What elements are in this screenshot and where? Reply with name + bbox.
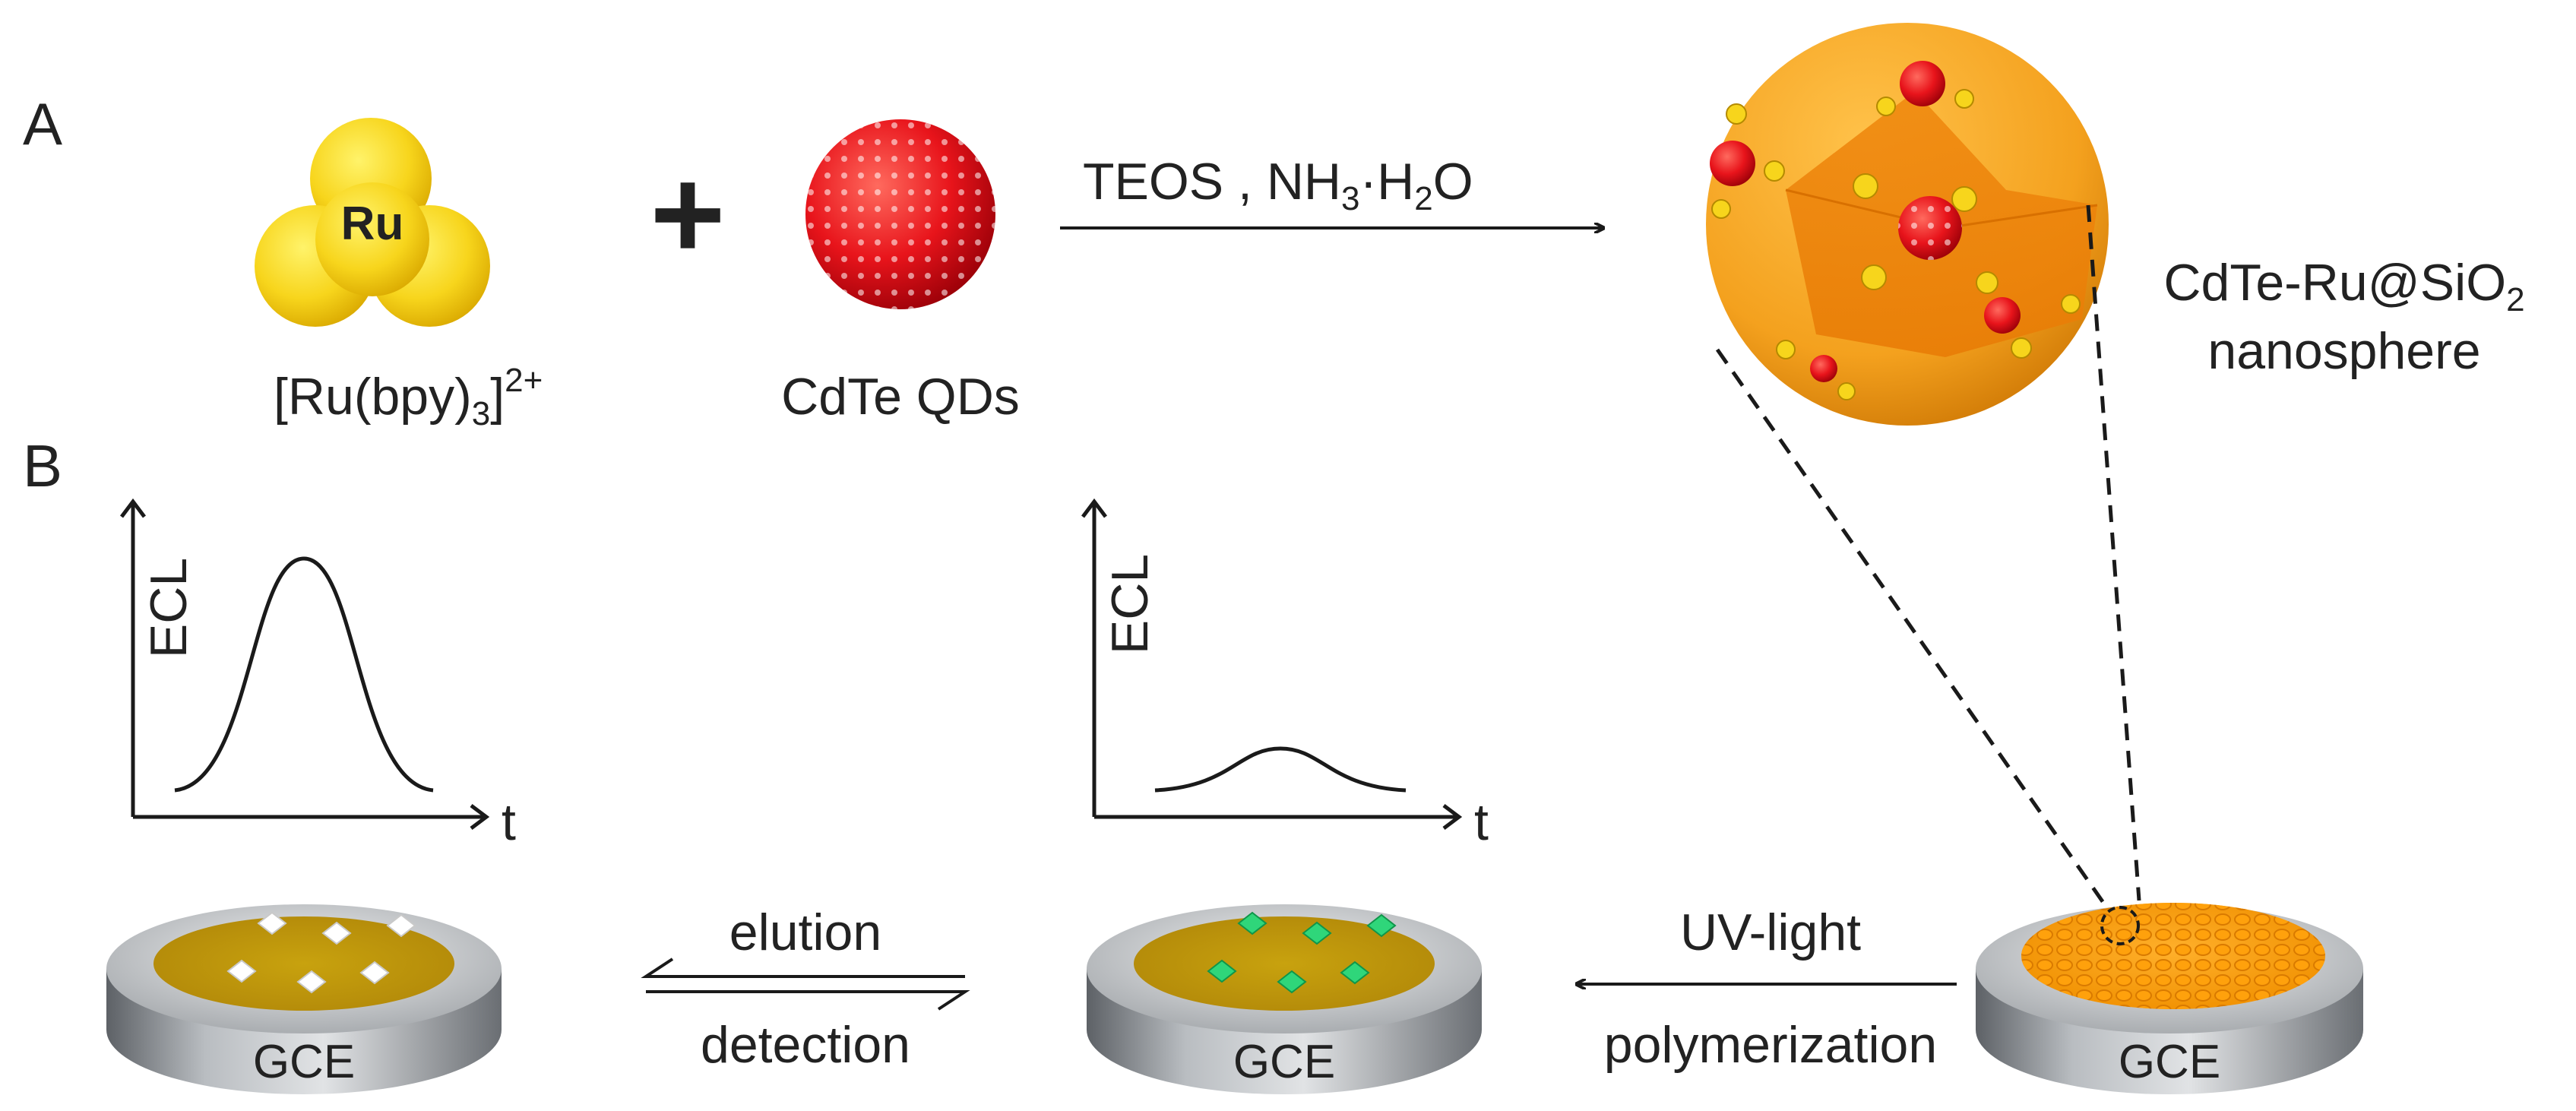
electrode-imprinted bbox=[1087, 904, 1482, 1094]
cdte-qd-icon bbox=[805, 119, 995, 309]
electrode-eluted bbox=[106, 904, 502, 1094]
nanosphere-icon bbox=[1706, 23, 2109, 426]
ru-complex-icon bbox=[255, 118, 490, 327]
t-xlabel-left: t bbox=[502, 793, 516, 851]
reagents-label: TEOS , NH3·H2O bbox=[1083, 153, 1473, 217]
ecl-plot-left bbox=[120, 498, 490, 830]
t-xlabel-middle: t bbox=[1474, 793, 1489, 851]
electrode-label-right: GCE bbox=[2119, 1036, 2220, 1088]
detection-arrow bbox=[646, 990, 970, 1011]
electrode-nanosphere bbox=[1976, 903, 2363, 1094]
ru-label: Ru bbox=[341, 198, 404, 250]
plus-sign: + bbox=[650, 142, 725, 286]
panel-label-a: A bbox=[23, 90, 62, 157]
ecl-ylabel-middle: ECL bbox=[1101, 554, 1159, 654]
zoom-line-right bbox=[2086, 204, 2141, 901]
nanosphere-label: CdTe-Ru@SiO2 bbox=[2163, 254, 2524, 318]
qd-label: CdTe QDs bbox=[781, 368, 1020, 426]
zoom-line-left bbox=[1715, 348, 2115, 917]
ecl-ylabel-left: ECL bbox=[140, 558, 198, 658]
detection-label: detection bbox=[701, 1016, 910, 1074]
electrode-label-left: GCE bbox=[253, 1036, 355, 1088]
elution-label: elution bbox=[729, 904, 881, 961]
ecl-plot-middle bbox=[1081, 498, 1463, 830]
polymerization-label: polymerization bbox=[1604, 1016, 1937, 1074]
elution-arrow bbox=[641, 957, 965, 978]
ecl-curve-strong bbox=[174, 556, 434, 793]
nanosphere-label-line2: nanosphere bbox=[2207, 322, 2480, 380]
zoom-marker bbox=[2100, 906, 2140, 945]
uv-light-label: UV-light bbox=[1680, 904, 1861, 961]
ru-complex-label: [Ru(bpy)3]2+ bbox=[274, 362, 543, 432]
electrode-label-middle: GCE bbox=[1233, 1036, 1335, 1088]
panel-label-b: B bbox=[23, 432, 62, 499]
ecl-curve-weak bbox=[1154, 746, 1407, 793]
